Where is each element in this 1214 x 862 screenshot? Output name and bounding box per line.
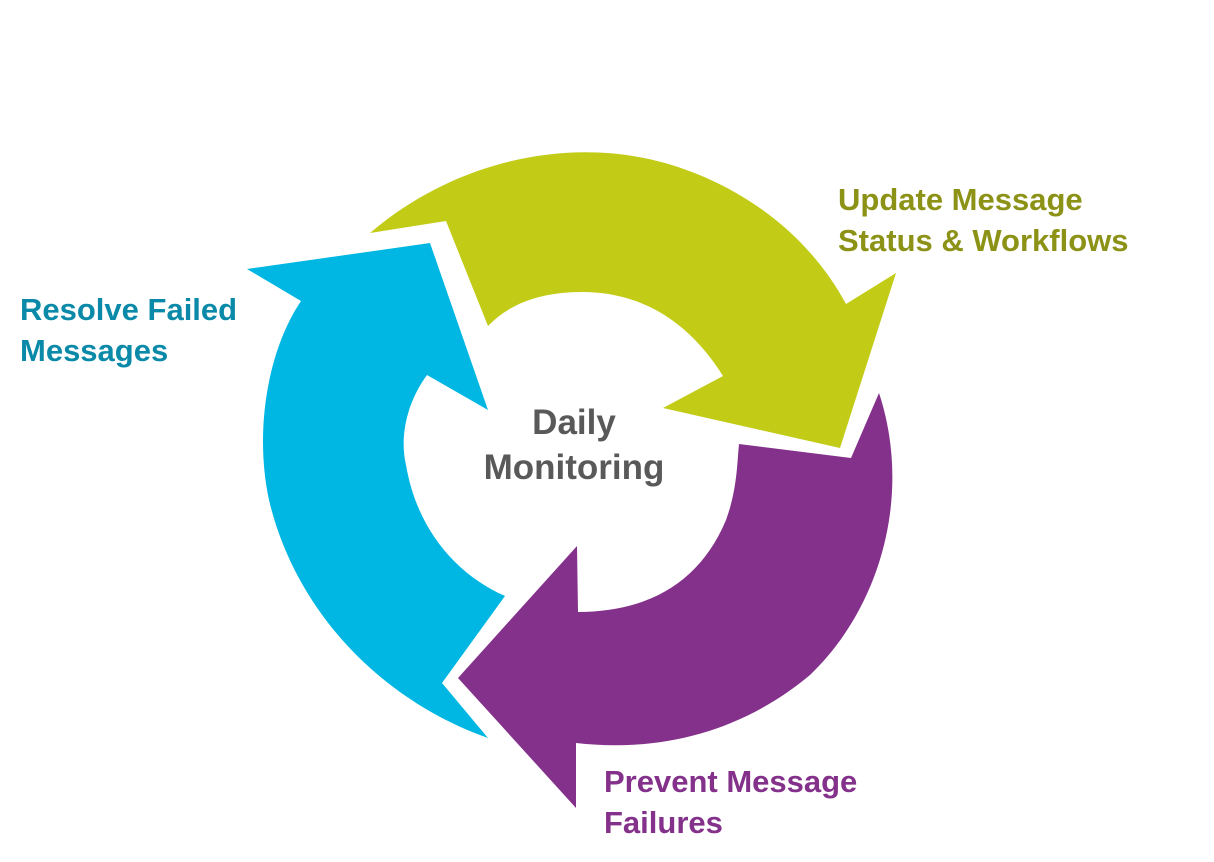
stage-label-prevent: Prevent Message Failures bbox=[604, 761, 857, 843]
resolve-arrow bbox=[247, 243, 505, 738]
center-label-line-1: Daily bbox=[532, 403, 616, 442]
stage-label-prevent-line-2: Failures bbox=[604, 805, 723, 840]
stage-label-update-line-1: Update Message bbox=[838, 182, 1083, 217]
stage-label-resolve: Resolve Failed Messages bbox=[20, 289, 237, 371]
stage-label-update: Update Message Status & Workflows bbox=[838, 179, 1129, 261]
update-arrow bbox=[370, 152, 896, 448]
stage-label-resolve-line-1: Resolve Failed bbox=[20, 292, 238, 327]
center-label: Daily Monitoring bbox=[424, 400, 724, 490]
stage-label-update-line-2: Status & Workflows bbox=[838, 223, 1129, 258]
stage-label-resolve-line-2: Messages bbox=[20, 333, 169, 368]
prevent-arrow bbox=[458, 393, 893, 808]
center-label-line-2: Monitoring bbox=[483, 448, 665, 487]
stage-label-prevent-line-1: Prevent Message bbox=[604, 764, 858, 799]
